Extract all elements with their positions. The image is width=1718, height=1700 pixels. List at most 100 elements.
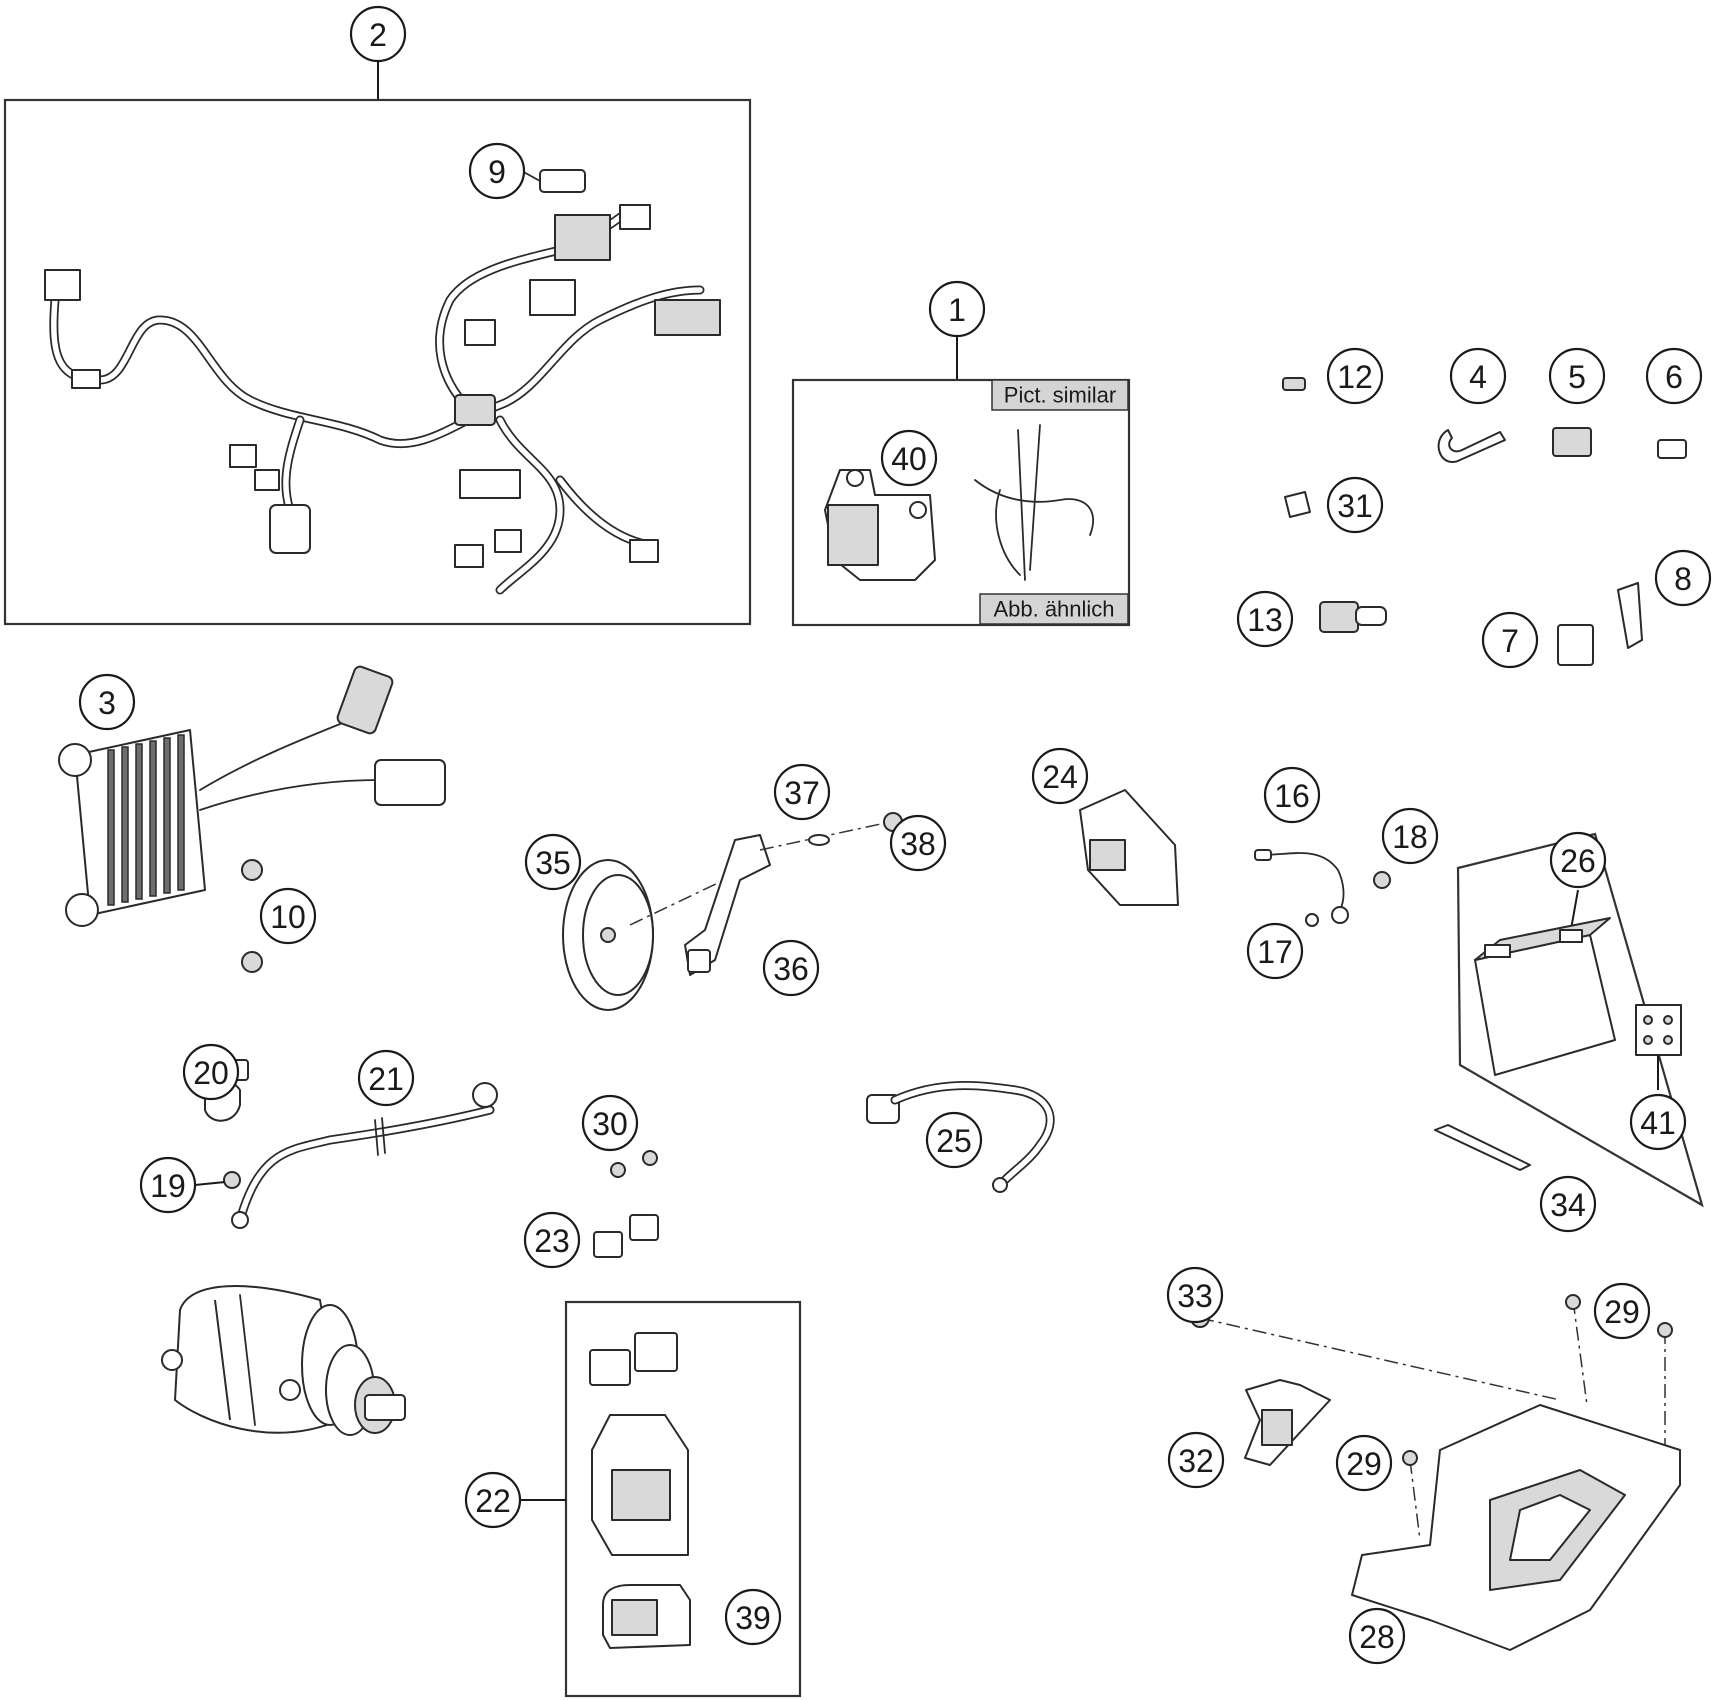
svg-text:8: 8 (1674, 561, 1692, 597)
battery-cable (866, 1081, 1055, 1193)
svg-text:7: 7 (1501, 623, 1519, 659)
svg-text:19: 19 (150, 1168, 186, 1204)
part-8 (1617, 582, 1643, 649)
parts-30-23 (593, 1150, 659, 1258)
control-unit (824, 469, 936, 581)
callout-26[interactable]: 26 (1549, 831, 1607, 889)
ground-cable (1254, 849, 1391, 927)
part-5 (1552, 427, 1592, 457)
svg-text:20: 20 (193, 1055, 229, 1091)
callout-36[interactable]: 36 (762, 939, 820, 997)
part-7 (1557, 624, 1594, 666)
svg-text:5: 5 (1568, 359, 1586, 395)
callout-25[interactable]: 25 (925, 1111, 983, 1169)
relay-box (1079, 789, 1179, 906)
svg-text:3: 3 (98, 685, 116, 721)
svg-text:10: 10 (270, 899, 306, 935)
svg-text:18: 18 (1392, 819, 1428, 855)
svg-text:29: 29 (1604, 1294, 1640, 1330)
horn-assembly (562, 812, 903, 1011)
callout-16[interactable]: 16 (1263, 766, 1321, 824)
callout-32[interactable]: 32 (1167, 1431, 1225, 1489)
svg-text:38: 38 (900, 826, 936, 862)
callout-29-mid[interactable]: 29 (1335, 1434, 1393, 1492)
group-box-2 (3, 60, 752, 626)
callout-29-top[interactable]: 29 (1593, 1282, 1651, 1340)
callout-35[interactable]: 35 (524, 833, 582, 891)
leader-19 (194, 1181, 226, 1186)
callout-40[interactable]: 40 (880, 429, 938, 487)
callout-1[interactable]: 1 (928, 280, 986, 338)
svg-text:23: 23 (534, 1223, 570, 1259)
strap-34 (1434, 1124, 1531, 1171)
part-6 (1657, 439, 1687, 459)
svg-text:21: 21 (368, 1061, 404, 1097)
svg-text:34: 34 (1550, 1187, 1586, 1223)
starter-motor (161, 1285, 406, 1436)
svg-text:35: 35 (535, 845, 571, 881)
svg-text:24: 24 (1042, 759, 1078, 795)
svg-text:28: 28 (1359, 1619, 1395, 1655)
callout-31[interactable]: 31 (1326, 476, 1384, 534)
svg-text:31: 31 (1337, 488, 1373, 524)
callout-39[interactable]: 39 (724, 1588, 782, 1646)
svg-text:17: 17 (1257, 934, 1293, 970)
svg-text:12: 12 (1337, 359, 1373, 395)
starter-relay (589, 1332, 691, 1649)
callout-20[interactable]: 20 (182, 1043, 240, 1101)
voltage-regulator (58, 665, 446, 973)
callout-34[interactable]: 34 (1539, 1175, 1597, 1233)
callout-38[interactable]: 38 (889, 814, 947, 872)
svg-text:22: 22 (475, 1483, 511, 1519)
callout-13[interactable]: 13 (1236, 590, 1294, 648)
callout-10[interactable]: 10 (259, 887, 317, 945)
sensor-cable (974, 424, 1095, 581)
callout-21[interactable]: 21 (357, 1049, 415, 1107)
starter-cable (204, 1059, 498, 1229)
callout-37[interactable]: 37 (773, 763, 831, 821)
svg-text:16: 16 (1274, 778, 1310, 814)
callout-19[interactable]: 19 (139, 1156, 197, 1214)
callout-41[interactable]: 41 (1629, 1093, 1687, 1151)
callout-2[interactable]: 2 (349, 5, 407, 63)
svg-text:26: 26 (1560, 843, 1596, 879)
tag-pict-similar: Pict. similar (1004, 383, 1116, 408)
callout-33[interactable]: 33 (1166, 1266, 1224, 1324)
callout-7[interactable]: 7 (1481, 611, 1539, 669)
callout-9[interactable]: 9 (468, 142, 526, 200)
svg-text:32: 32 (1178, 1443, 1214, 1479)
svg-text:40: 40 (891, 441, 927, 477)
callout-8[interactable]: 8 (1654, 549, 1712, 607)
svg-text:36: 36 (773, 951, 809, 987)
svg-text:4: 4 (1469, 359, 1487, 395)
callout-17[interactable]: 17 (1246, 922, 1304, 980)
svg-text:29: 29 (1346, 1446, 1382, 1482)
battery (1474, 917, 1616, 1076)
part-4-cable-tie (1437, 429, 1506, 463)
tag-abb-aehnlich: Abb. ähnlich (993, 597, 1114, 622)
battery-holder (1190, 1294, 1681, 1651)
callout-23[interactable]: 23 (523, 1211, 581, 1269)
callout-5[interactable]: 5 (1548, 347, 1606, 405)
svg-text:39: 39 (735, 1600, 771, 1636)
svg-text:37: 37 (784, 775, 820, 811)
callout-24[interactable]: 24 (1031, 747, 1089, 805)
callout-22[interactable]: 22 (464, 1471, 522, 1529)
callout-12[interactable]: 12 (1326, 347, 1384, 405)
callout-30[interactable]: 30 (581, 1094, 639, 1152)
group-box-22 (520, 1300, 802, 1698)
group-box-1: Pict. similar Abb. ähnlich (791, 333, 1131, 627)
callout-6[interactable]: 6 (1645, 347, 1703, 405)
battery-label-41 (1635, 1004, 1682, 1090)
svg-text:6: 6 (1665, 359, 1683, 395)
svg-text:9: 9 (488, 154, 506, 190)
callout-4[interactable]: 4 (1449, 347, 1507, 405)
part-13 (1319, 601, 1387, 633)
svg-text:25: 25 (936, 1123, 972, 1159)
part-31 (1284, 491, 1311, 518)
svg-text:30: 30 (592, 1106, 628, 1142)
svg-text:33: 33 (1177, 1278, 1213, 1314)
callout-3[interactable]: 3 (78, 673, 136, 731)
callout-28[interactable]: 28 (1348, 1607, 1406, 1665)
callout-18[interactable]: 18 (1381, 807, 1439, 865)
